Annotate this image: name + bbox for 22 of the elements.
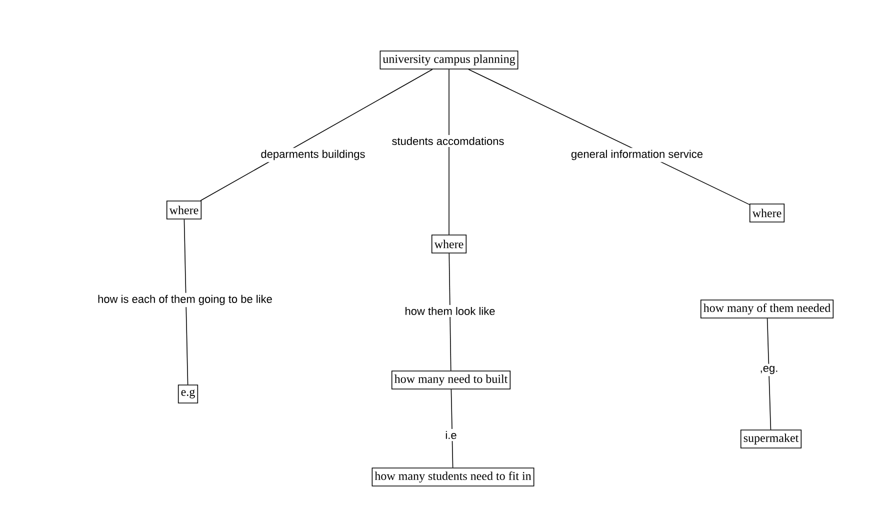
- connector-line: [448, 69, 450, 235]
- concept-box: where: [749, 204, 785, 222]
- connector-line: [766, 318, 772, 430]
- edge-label: how is each of them going to be like: [96, 292, 274, 308]
- concept-box: university campus planning: [380, 50, 518, 70]
- concept-box: e.g: [178, 384, 198, 404]
- edge-label: general information service: [568, 148, 706, 162]
- connector-line: [468, 69, 750, 205]
- concept-box: how many need to built: [391, 370, 511, 390]
- connector-line: [200, 69, 433, 201]
- edge-label: deparments buildings: [258, 148, 368, 162]
- edge-label: how them look like: [402, 304, 498, 318]
- connector-line: [448, 253, 452, 371]
- concept-box: how many of them needed: [700, 300, 834, 318]
- concept-box: where: [166, 200, 202, 220]
- concept-box: supermaket: [740, 430, 802, 448]
- concept-box: how many students need to fit in: [372, 468, 534, 486]
- concept-box: where: [431, 234, 467, 254]
- edge-label: i.e: [443, 428, 459, 442]
- connector-line: [184, 219, 188, 385]
- edge-label: students accomdations: [390, 134, 506, 148]
- connector-line: [450, 389, 454, 468]
